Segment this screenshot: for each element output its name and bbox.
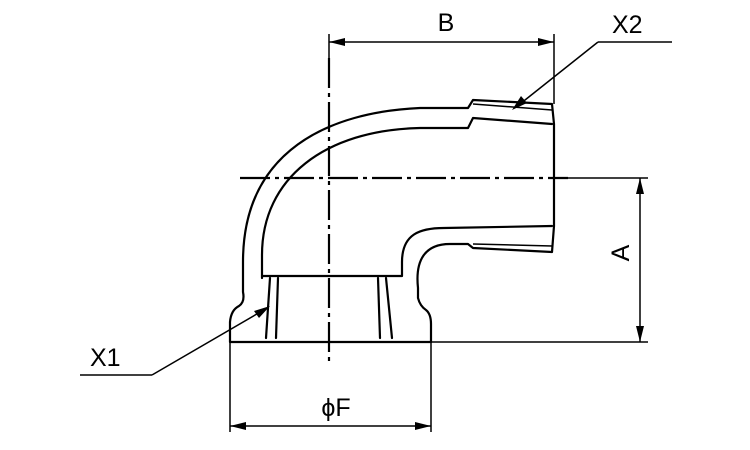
leader-x2: X2 [512, 11, 672, 110]
arrow-a-bottom [636, 326, 644, 342]
arrow-a-top [636, 178, 644, 194]
dimension-b: B [329, 9, 554, 46]
inner-bore [260, 116, 554, 280]
label-f: ϕF [321, 394, 350, 422]
leader-line-x2-diagonal [519, 41, 599, 105]
dimension-a: A [607, 178, 644, 342]
arrow-b-right [538, 38, 554, 46]
arrow-f-right [415, 422, 431, 430]
arrow-b-left [329, 38, 345, 46]
leader-x1: X1 [80, 306, 270, 376]
fitting-outline [228, 98, 556, 344]
arrow-x2 [512, 96, 527, 110]
inner-wall-spigot [260, 224, 554, 278]
label-b: B [438, 9, 455, 37]
leader-line-x1-diagonal [151, 310, 263, 376]
socket-thread-left-2 [274, 276, 280, 340]
label-a: A [607, 244, 635, 261]
dimension-f: ϕF [230, 394, 431, 430]
spigot-thread-bottom [472, 243, 553, 247]
socket-thread-right [376, 276, 382, 340]
label-x1: X1 [90, 344, 121, 372]
spigot-thread-top [472, 103, 553, 111]
socket-thread-right-2 [384, 276, 394, 340]
arrow-f-left [230, 422, 246, 430]
arrow-x1 [254, 306, 270, 318]
label-x2: X2 [612, 11, 643, 39]
outer-contour [228, 98, 556, 344]
